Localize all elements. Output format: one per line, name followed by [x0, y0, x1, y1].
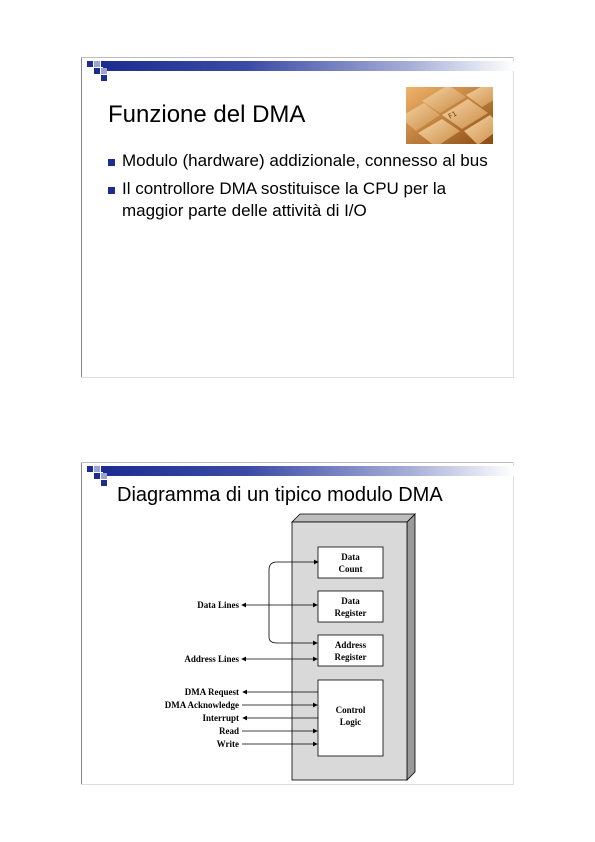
data-count-label-1: Data: [341, 552, 360, 562]
slide-1: Funzione del DMA F1 Modulo: [81, 57, 514, 378]
dma-request-label: DMA Request: [185, 687, 239, 697]
data-register-label-1: Data: [341, 596, 360, 606]
data-count-label-2: Count: [338, 564, 362, 574]
bullet-item: Il controllore DMA sostituisce la CPU pe…: [108, 178, 488, 222]
data-count-register: [317, 546, 384, 579]
data-register: [317, 590, 384, 623]
address-lines-label: Address Lines: [184, 654, 239, 664]
header-gradient-bar: [103, 61, 514, 71]
slide-border: [81, 57, 82, 378]
slide-border: [81, 377, 514, 378]
module-box-top: [291, 513, 416, 523]
control-logic-label-2: Logic: [340, 717, 362, 727]
slide-title: Diagramma di un tipico modulo DMA: [117, 484, 443, 506]
slide-border: [513, 462, 514, 785]
control-logic-label-1: Control: [336, 705, 366, 715]
write-label: Write: [217, 739, 239, 749]
module-box-side: [406, 513, 416, 781]
slide-border: [81, 462, 82, 785]
slide-border: [81, 784, 514, 785]
svg-text:F1: F1: [447, 110, 458, 121]
dma-module-diagram: Data Count Data Register Address Registe…: [165, 513, 416, 781]
read-label: Read: [219, 726, 239, 736]
bullet-list: Modulo (hardware) addizionale, connesso …: [108, 150, 488, 228]
data-register-label-2: Register: [335, 608, 367, 618]
header-gradient-bar: [103, 466, 514, 476]
bullet-item: Modulo (hardware) addizionale, connesso …: [108, 150, 488, 172]
address-register: [317, 634, 384, 667]
data-lines-label: Data Lines: [197, 600, 239, 610]
slide-border: [81, 462, 514, 463]
address-register-label-1: Address: [335, 640, 367, 650]
slide-border: [513, 57, 514, 378]
control-logic-block: [317, 679, 384, 757]
slide-title: Funzione del DMA: [108, 101, 306, 128]
keyboard-keys-photo-icon: F1: [406, 87, 493, 144]
dma-acknowledge-label: DMA Acknowledge: [165, 700, 239, 710]
interrupt-label: Interrupt: [203, 713, 240, 723]
slide-2: Diagramma di un tipico modulo DMA Data C…: [81, 462, 514, 785]
address-register-label-2: Register: [335, 652, 367, 662]
slide-border: [81, 57, 514, 58]
